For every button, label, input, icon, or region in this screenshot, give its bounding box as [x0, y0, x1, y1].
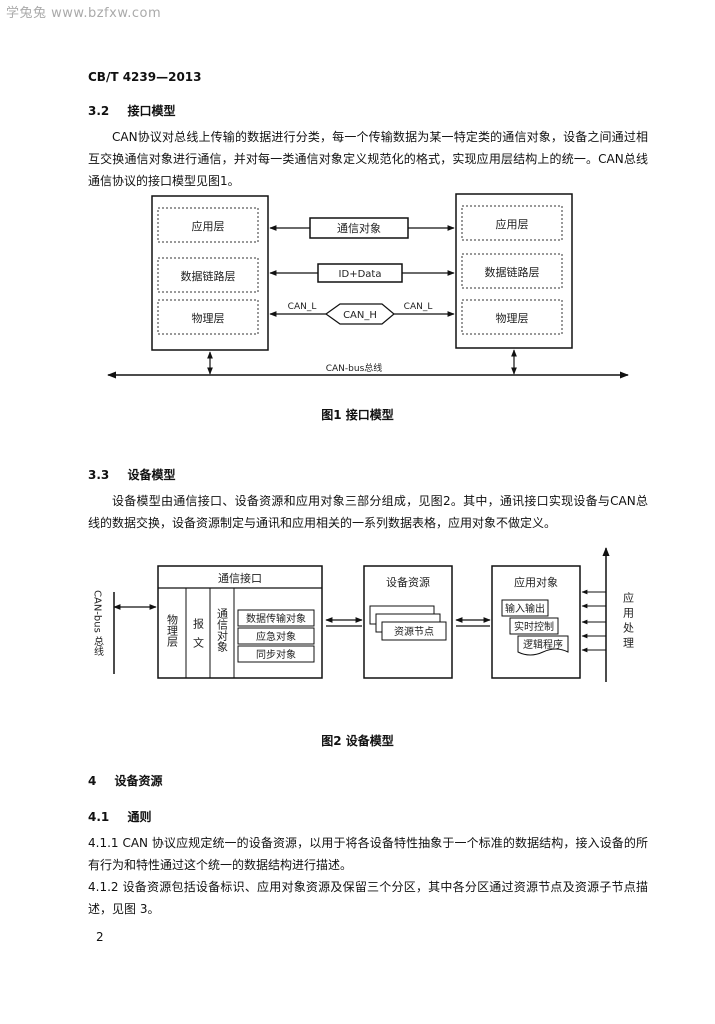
section-3-2-heading: 3.2 接口模型 — [88, 102, 175, 119]
comm-object-item-box — [237, 609, 315, 627]
logic-program-shape — [517, 635, 569, 656]
left-datalink-layer-box — [157, 257, 259, 293]
figure-1-interface-model: 应用层 数据链路层 物理层 应用层 数据链路层 物理层 通信对象 ID+Data… — [107, 193, 629, 379]
right-datalink-layer: 数据链路层 — [485, 265, 540, 279]
standard-code: CB/T 4239—2013 — [88, 70, 202, 84]
comm-object-label: 通信对象 — [337, 221, 381, 235]
comm-object-item-box — [237, 645, 315, 663]
realtime-control-item: 实时控制 — [514, 620, 554, 633]
app-object-label: 应用对象 — [514, 575, 558, 589]
left-app-layer-box — [157, 207, 259, 243]
comm-interface-box — [157, 565, 323, 679]
left-datalink-layer: 数据链路层 — [181, 269, 236, 283]
message-label: 报文 — [192, 617, 205, 656]
right-app-layer: 应用层 — [496, 217, 529, 231]
left-physical-layer-box — [157, 299, 259, 335]
sync-object: 同步对象 — [256, 648, 296, 661]
left-device-box — [151, 195, 269, 351]
left-physical-layer: 物理层 — [192, 311, 225, 325]
figure-2-device-model: CAN-bus 总线 通信接口 物理层 报文 通信对象 数据传输对象 应急对象 … — [92, 547, 635, 682]
can-h-shape — [324, 303, 395, 325]
comm-object-item-box — [237, 627, 315, 645]
page-number: 2 — [96, 930, 104, 944]
comm-object-box — [309, 217, 409, 239]
section-number: 4 — [88, 774, 97, 788]
watermark: 学兔兔 www.bzfxw.com — [6, 6, 162, 21]
resource-node-box — [381, 621, 447, 641]
comm-interface-label: 通信接口 — [218, 572, 262, 585]
app-object-box — [491, 565, 581, 679]
id-data-box — [317, 263, 403, 283]
app-item-box — [509, 617, 559, 635]
section-number: 3.3 — [88, 468, 110, 482]
section-3-3-heading: 3.3 设备模型 — [88, 466, 175, 483]
device-resource-label: 设备资源 — [386, 575, 430, 589]
right-physical-layer-box — [461, 299, 563, 335]
figure-1-caption: 图1 接口模型 — [321, 408, 394, 422]
paragraph-3-2: CAN协议对总线上传输的数据进行分类，每一个传输数据为某一特定类的通信对象，设备… — [88, 130, 648, 188]
section-title: 接口模型 — [127, 104, 176, 118]
device-resource-box — [363, 565, 453, 679]
section-number: 3.2 — [88, 104, 110, 118]
io-item: 输入输出 — [505, 602, 545, 615]
right-app-layer-box — [461, 205, 563, 241]
right-device-box — [455, 193, 573, 349]
app-item-box — [501, 599, 549, 617]
figure-2-caption: 图2 设备模型 — [321, 734, 394, 748]
paragraph-4-1-2: 4.1.2 设备资源包括设备标识、应用对象资源及保留三个分区，其中各分区通过资源… — [88, 880, 648, 916]
can-bus-label: CAN-bus总线 — [326, 362, 383, 374]
data-transfer-object: 数据传输对象 — [246, 612, 306, 625]
comm-object-label: 通信对象 — [216, 608, 229, 652]
left-app-layer: 应用层 — [192, 219, 225, 233]
resource-node-label: 资源节点 — [394, 625, 434, 638]
can-l-left-label: CAN_L — [288, 302, 317, 312]
can-l-right-label: CAN_L — [404, 302, 433, 312]
app-processing-label: 应用处理 — [622, 591, 635, 652]
id-data-label: ID+Data — [339, 269, 382, 280]
section-title: 设备资源 — [114, 774, 163, 788]
section-title: 设备模型 — [127, 468, 176, 482]
emergency-object: 应急对象 — [256, 630, 296, 643]
section-title: 通则 — [127, 810, 152, 824]
paragraph-4-1-1: 4.1.1 CAN 协议应规定统一的设备资源，以用于将各设备特性抽象于一个标准的… — [88, 836, 648, 872]
paragraph-3-3: 设备模型由通信接口、设备资源和应用对象三部分组成，见图2。其中，通讯接口实现设备… — [88, 494, 648, 530]
can-h-label: CAN_H — [343, 310, 377, 321]
logic-program-item: 逻辑程序 — [523, 638, 563, 651]
section-number: 4.1 — [88, 810, 110, 824]
left-bus-label: CAN-bus 总线 — [92, 590, 104, 656]
section-4-1-heading: 4.1 通则 — [88, 808, 151, 825]
physical-layer-label: 物理层 — [166, 613, 179, 648]
right-physical-layer: 物理层 — [496, 311, 529, 325]
section-4-heading: 4 设备资源 — [88, 772, 163, 789]
right-datalink-layer-box — [461, 253, 563, 289]
